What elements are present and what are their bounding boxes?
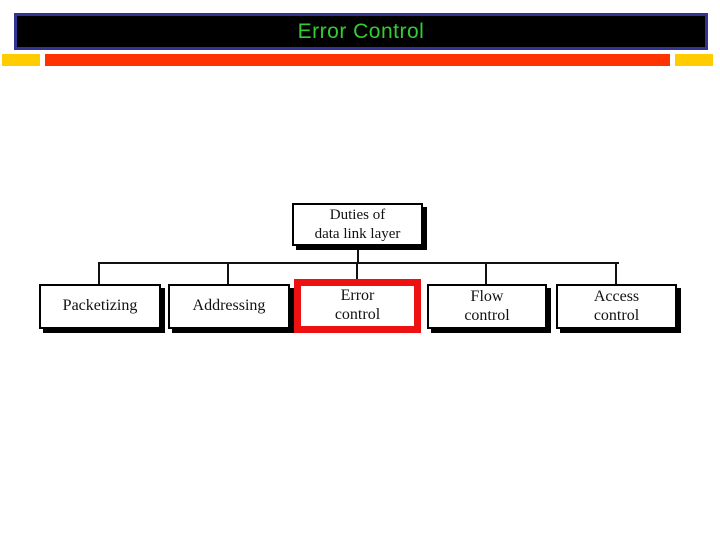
slide-title-bar: Error Control	[14, 13, 708, 50]
node-label-line: Packetizing	[62, 297, 138, 315]
node-label-line: control	[464, 306, 510, 324]
connector-stub-flow-control	[485, 262, 487, 286]
connector-stub-access-control	[615, 262, 617, 286]
node-addressing: Addressing	[168, 284, 290, 329]
node-label-line: data link layer	[314, 225, 401, 242]
node-label-line: Addressing	[192, 297, 266, 315]
node-access-control: Access control	[556, 284, 677, 329]
node-label-line: Access	[593, 287, 640, 305]
accent-bar-yellow-left	[2, 54, 40, 66]
node-label-line: control	[593, 306, 640, 324]
node-label-line: control	[334, 306, 381, 323]
connector-stub-addressing	[227, 262, 229, 286]
connector-stub-error-control	[356, 262, 358, 281]
node-packetizing: Packetizing	[39, 284, 161, 329]
node-error-control-highlighted: Error control	[294, 279, 421, 333]
accent-bar-yellow-right	[675, 54, 713, 66]
node-label-line: Duties of	[329, 206, 386, 223]
node-label-line: Flow	[470, 287, 504, 305]
node-duties-of-data-link-layer: Duties of data link layer	[292, 203, 423, 246]
connector-stub-packetizing	[98, 262, 100, 286]
node-label-line: Error	[340, 287, 375, 305]
node-flow-control: Flow control	[427, 284, 547, 329]
connector-root-vertical	[357, 244, 359, 264]
slide-title: Error Control	[297, 19, 425, 43]
connector-horizontal	[98, 262, 619, 264]
accent-bar-red	[45, 54, 670, 66]
